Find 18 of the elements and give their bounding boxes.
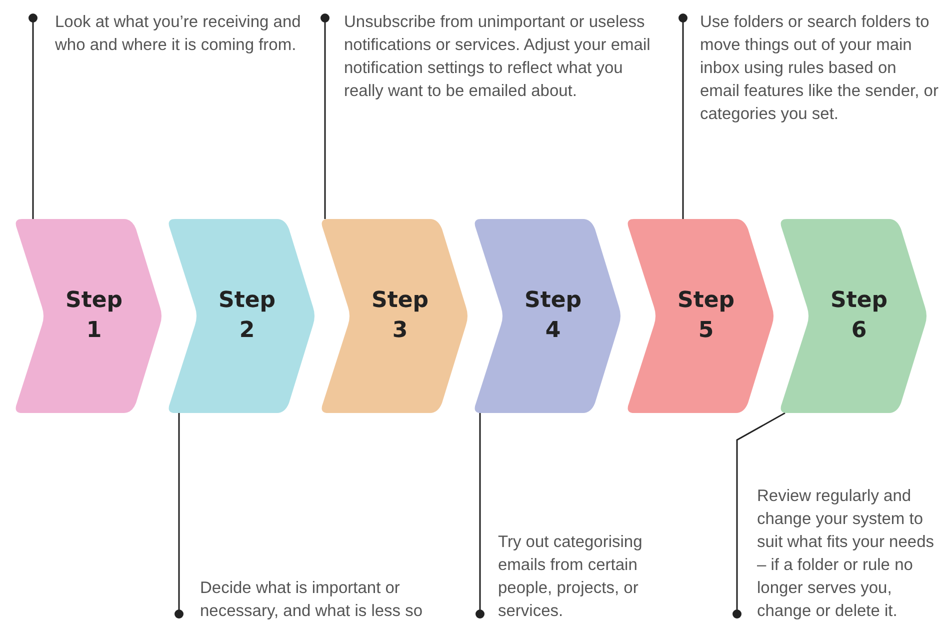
step-description: Decide what is important or necessary, and what is less so <box>200 577 455 623</box>
step-description: Unsubscribe from unimportant or useless notifications or services. Adjust your email notification settings to reflect what you really want to be emailed about. <box>344 11 664 103</box>
step-label: Step 2 <box>218 287 276 345</box>
leader-line <box>174 413 184 618</box>
step-label: Step 3 <box>371 287 429 345</box>
leader-line <box>320 14 330 219</box>
step-description: Try out categorising emails from certain people, projects, or services. <box>498 531 663 623</box>
step-label: Step 5 <box>677 287 735 345</box>
leader-line <box>732 412 786 618</box>
step-description: Review regularly and change your system to suit what fits your needs – if a folder or rule no longer serves you, change or delete it. <box>757 485 943 623</box>
leader-line <box>476 413 484 618</box>
step-label: Step 1 <box>65 287 123 345</box>
step-description: Look at what you’re receiving and who and where it is coming from. <box>55 11 305 57</box>
step-label: Step 4 <box>524 287 582 345</box>
step-label: Step 6 <box>830 287 888 345</box>
leader-line <box>28 14 38 219</box>
step-description: Use folders or search folders to move things out of your main inbox using rules based on email features like the sender, or categories you set. <box>700 11 940 126</box>
leader-line <box>678 14 688 219</box>
